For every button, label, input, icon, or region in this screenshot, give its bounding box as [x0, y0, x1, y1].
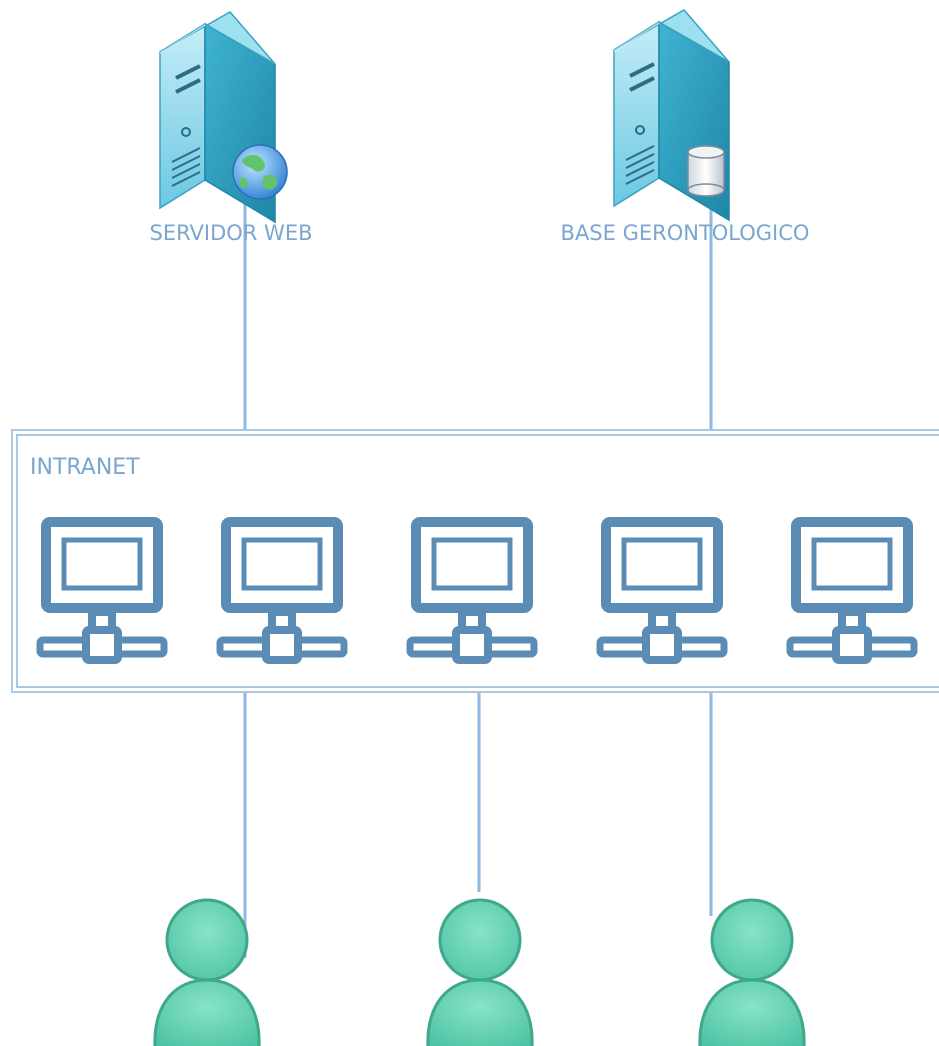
database-icon	[687, 145, 725, 197]
web-server-label: SERVIDOR WEB	[149, 221, 312, 245]
user-icon	[698, 898, 806, 1046]
user-icon	[153, 898, 261, 1046]
web-server	[158, 10, 288, 224]
database-server	[612, 8, 731, 222]
globe-icon	[232, 144, 288, 200]
user-icon	[426, 898, 534, 1046]
intranet-label: INTRANET	[30, 455, 140, 480]
db-server-label: BASE GERONTOLOGICO	[561, 221, 810, 245]
